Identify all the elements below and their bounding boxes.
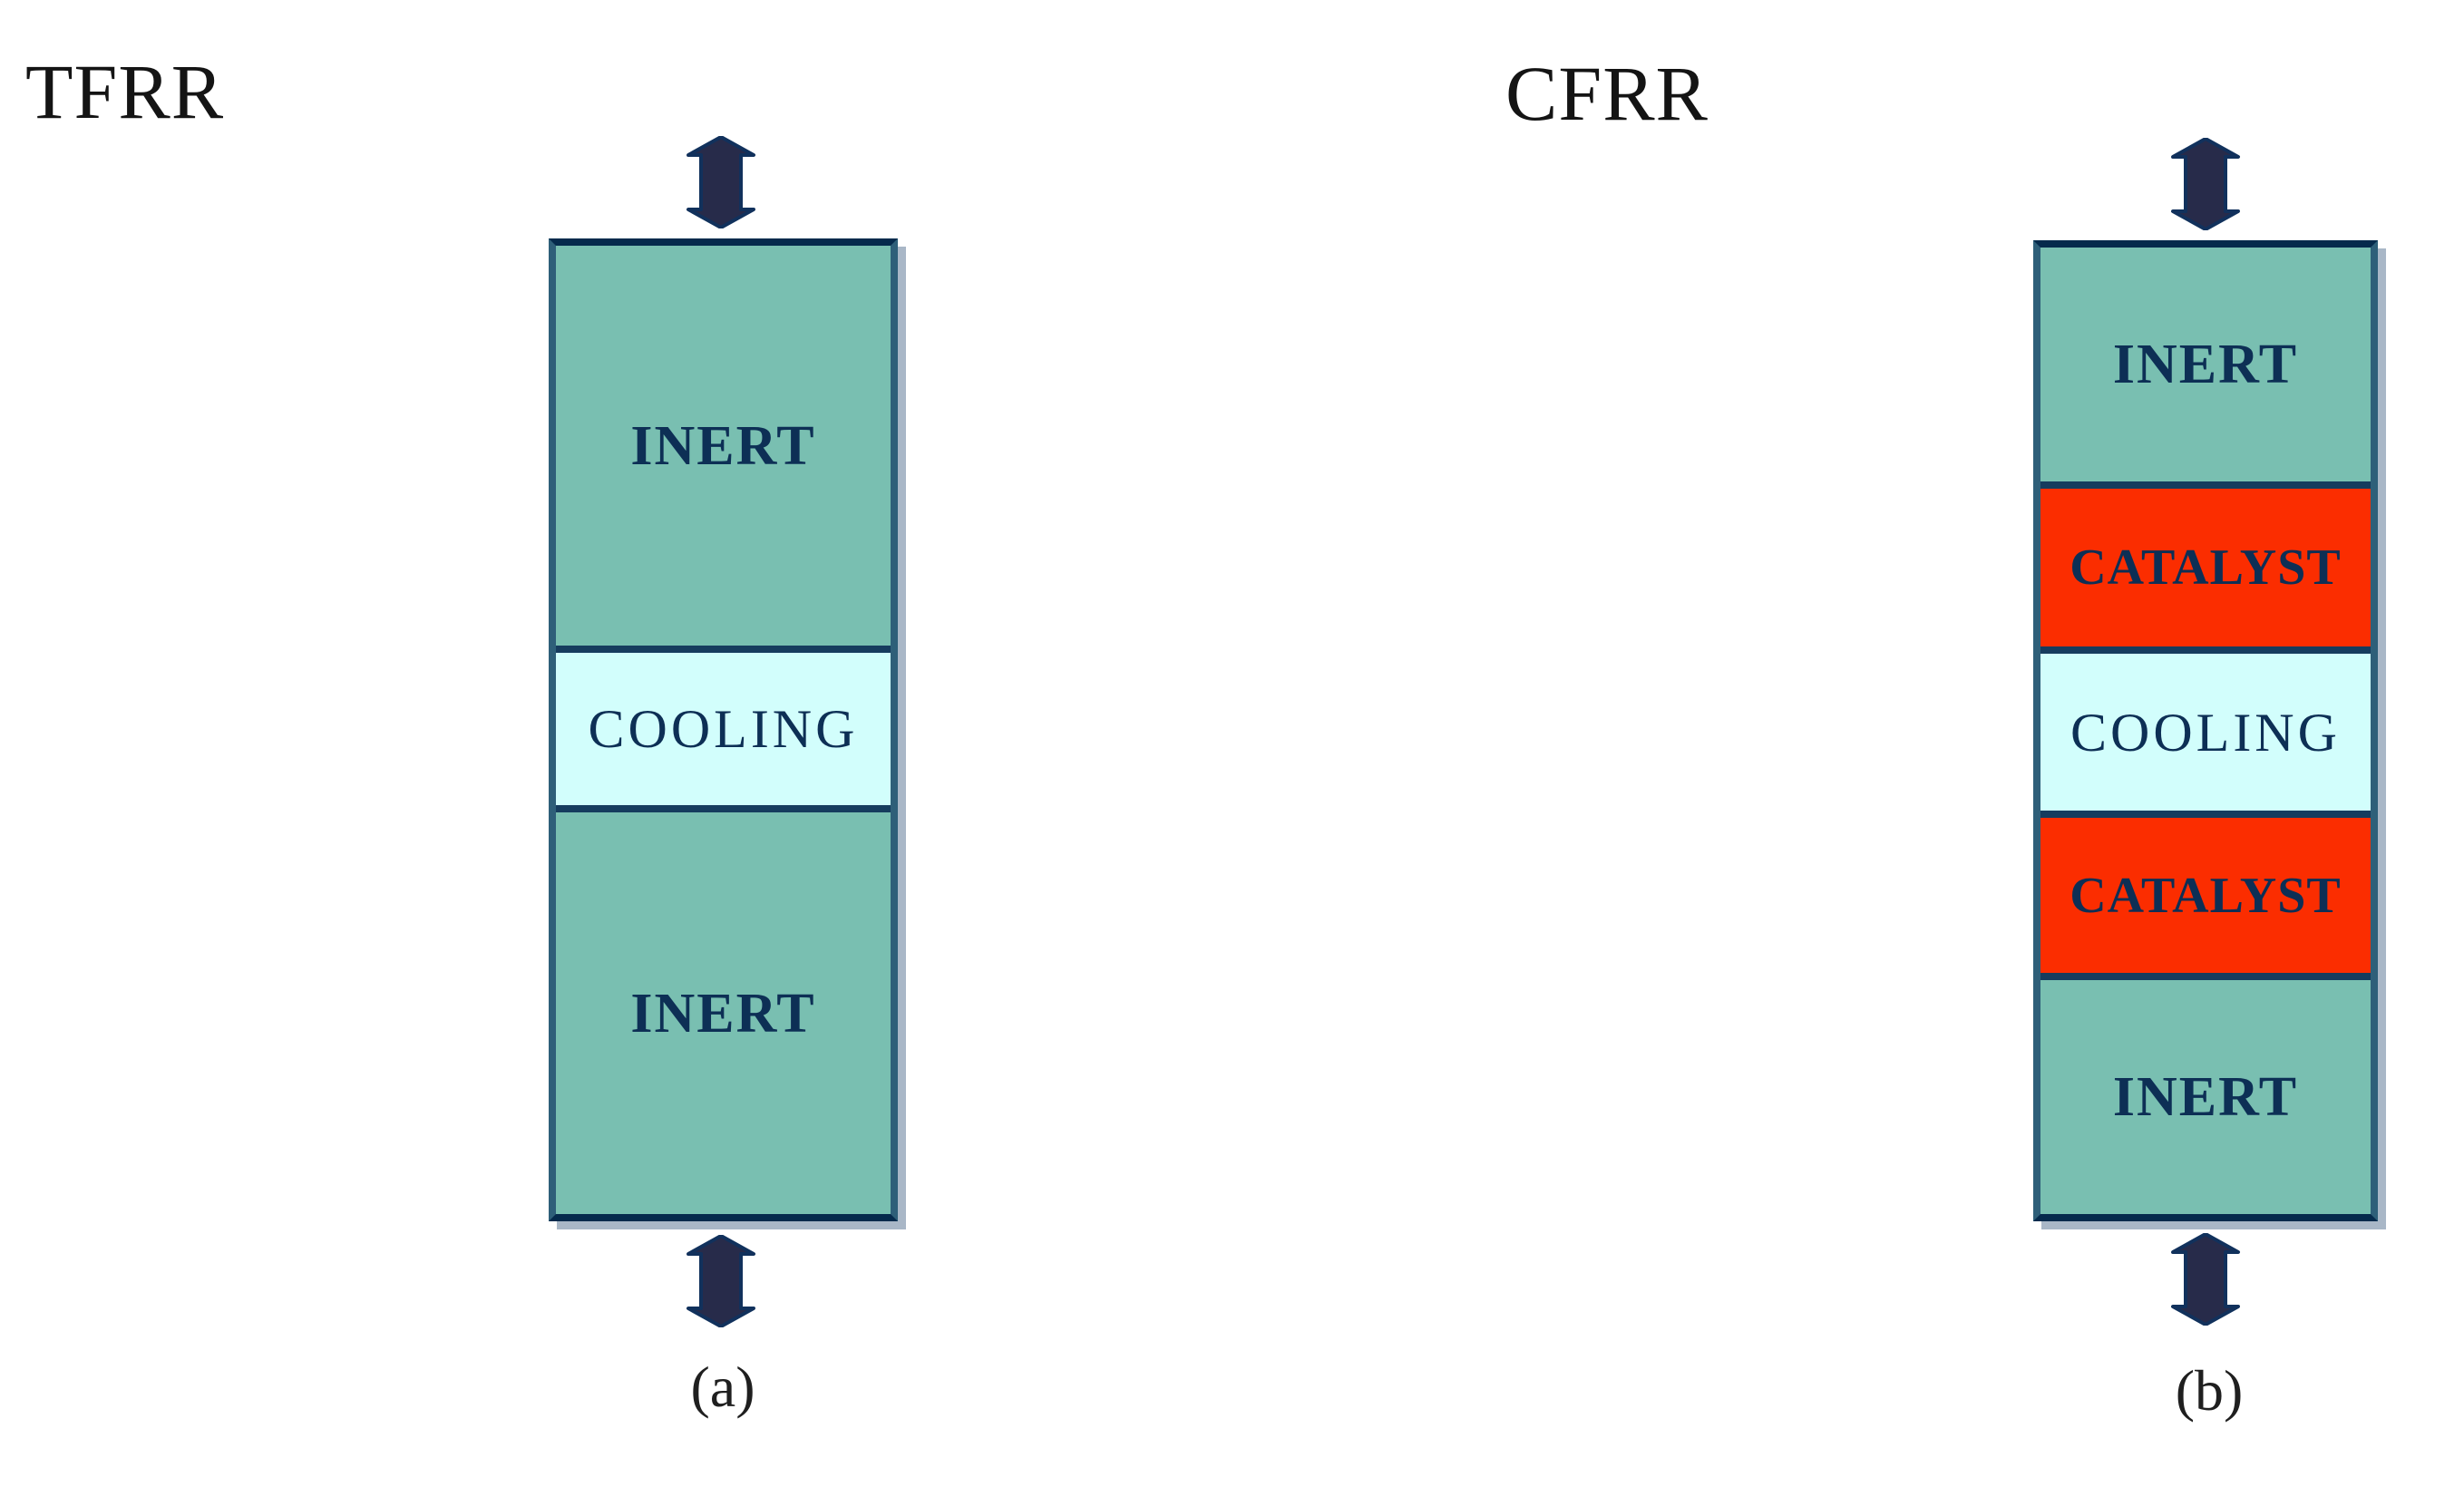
tfrr-caption: (a) [690, 1355, 755, 1419]
tfrr-cooling-label: COOLING [588, 699, 859, 759]
cfrr-inert-top-block: INERT [2040, 248, 2371, 481]
tfrr-inert-top-block: INERT [556, 246, 891, 646]
flow-arrow-icon [687, 1235, 755, 1327]
cfrr-catalyst-bottom-block: CATALYST [2040, 811, 2371, 973]
tfrr-inert-bottom-label: INERT [630, 982, 816, 1044]
cfrr-catalyst-top-label: CATALYST [2070, 539, 2342, 596]
cfrr-title: CFRR [1505, 50, 1709, 137]
cfrr-inert-top-label: INERT [2112, 334, 2299, 395]
cfrr-caption: (b) [2175, 1358, 2244, 1423]
tfrr-reactor-column: INERT COOLING INERT [549, 238, 898, 1221]
flow-arrow-icon [687, 136, 755, 228]
cfrr-catalyst-top-block: CATALYST [2040, 481, 2371, 646]
flow-arrow-icon [2171, 1233, 2240, 1326]
tfrr-cooling-block: COOLING [556, 646, 891, 805]
cfrr-reactor-column: INERT CATALYST COOLING CATALYST INERT [2033, 240, 2378, 1221]
tfrr-inert-top-label: INERT [630, 414, 816, 477]
cfrr-catalyst-bottom-label: CATALYST [2070, 867, 2342, 924]
cfrr-inert-bottom-label: INERT [2112, 1066, 2299, 1128]
tfrr-title: TFRR [25, 48, 225, 135]
flow-arrow-icon [2171, 138, 2240, 230]
cfrr-inert-bottom-block: INERT [2040, 973, 2371, 1214]
cfrr-cooling-label: COOLING [2070, 702, 2341, 763]
tfrr-inert-bottom-block: INERT [556, 805, 891, 1214]
cfrr-cooling-block: COOLING [2040, 646, 2371, 811]
